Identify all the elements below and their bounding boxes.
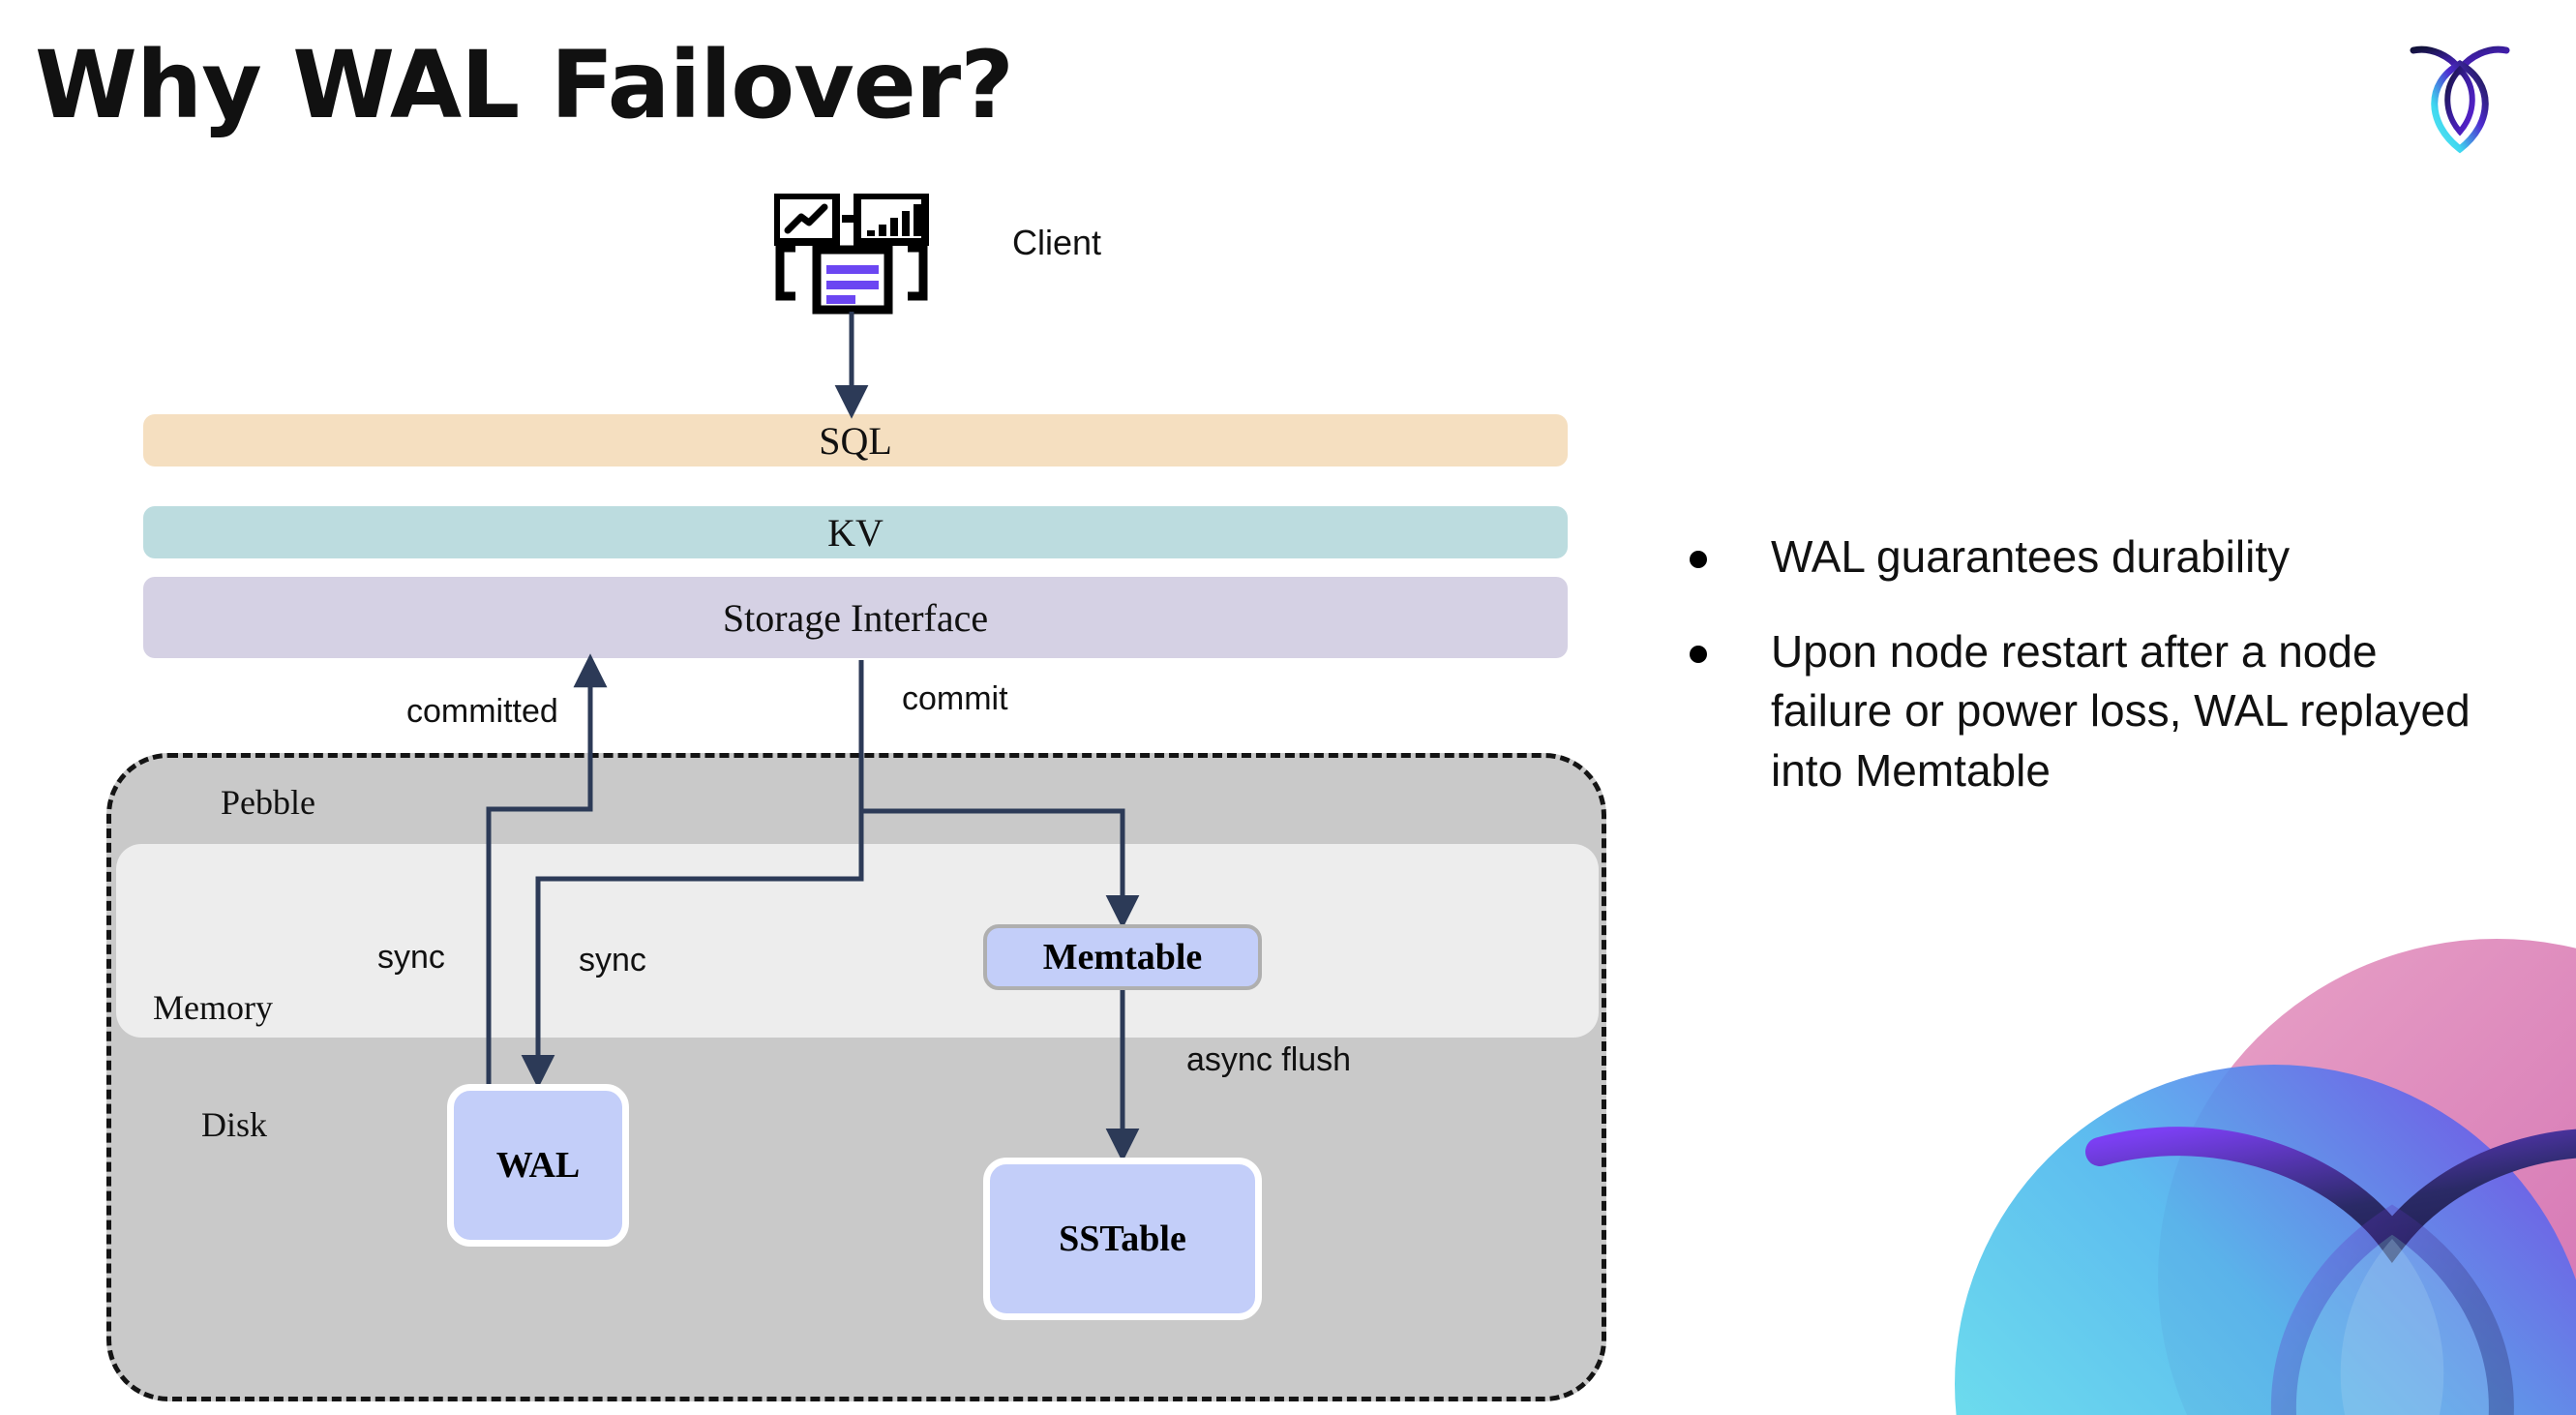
node-wal-label: WAL bbox=[495, 1145, 581, 1186]
page-title: Why WAL Failover? bbox=[35, 31, 1014, 139]
memory-label: Memory bbox=[153, 988, 273, 1027]
node-sstable: SSTable bbox=[983, 1158, 1262, 1320]
node-wal: WAL bbox=[447, 1084, 629, 1247]
layer-bar-kv-label: KV bbox=[827, 510, 884, 555]
edge-label-async-flush: async flush bbox=[1186, 1041, 1352, 1078]
node-sstable-label: SSTable bbox=[1059, 1219, 1186, 1259]
layer-bar-sql: SQL bbox=[143, 414, 1568, 467]
layer-bar-storage-label: Storage Interface bbox=[722, 595, 989, 640]
client-label: Client bbox=[1012, 223, 1102, 262]
bullet-dot-icon bbox=[1690, 645, 1707, 663]
list-item: WAL guarantees durability bbox=[1690, 527, 2483, 587]
layer-bar-storage-interface: Storage Interface bbox=[143, 577, 1568, 658]
bullet-text: WAL guarantees durability bbox=[1771, 531, 2291, 582]
edge-label-committed: committed bbox=[406, 693, 558, 730]
memory-region bbox=[116, 844, 1599, 1038]
cockroachdb-decorative-graphic bbox=[1955, 929, 2576, 1415]
node-memtable: Memtable bbox=[983, 924, 1262, 990]
disk-label: Disk bbox=[201, 1105, 268, 1144]
client-dashboard-icon bbox=[772, 192, 929, 315]
edge-label-sync-left: sync bbox=[377, 939, 445, 976]
pebble-label: Pebble bbox=[221, 783, 315, 822]
layer-bar-kv: KV bbox=[143, 506, 1568, 558]
list-item: Upon node restart after a node failure o… bbox=[1690, 622, 2483, 801]
edge-label-sync-right: sync bbox=[579, 942, 646, 978]
bullet-text: Upon node restart after a node failure o… bbox=[1771, 625, 2471, 796]
bullet-dot-icon bbox=[1690, 551, 1707, 568]
node-memtable-label: Memtable bbox=[1042, 937, 1203, 978]
bullet-list: WAL guarantees durability Upon node rest… bbox=[1690, 527, 2483, 836]
edge-label-commit: commit bbox=[902, 680, 1008, 717]
cockroachdb-logo-icon bbox=[2402, 31, 2518, 155]
layer-bar-sql-label: SQL bbox=[819, 418, 892, 463]
